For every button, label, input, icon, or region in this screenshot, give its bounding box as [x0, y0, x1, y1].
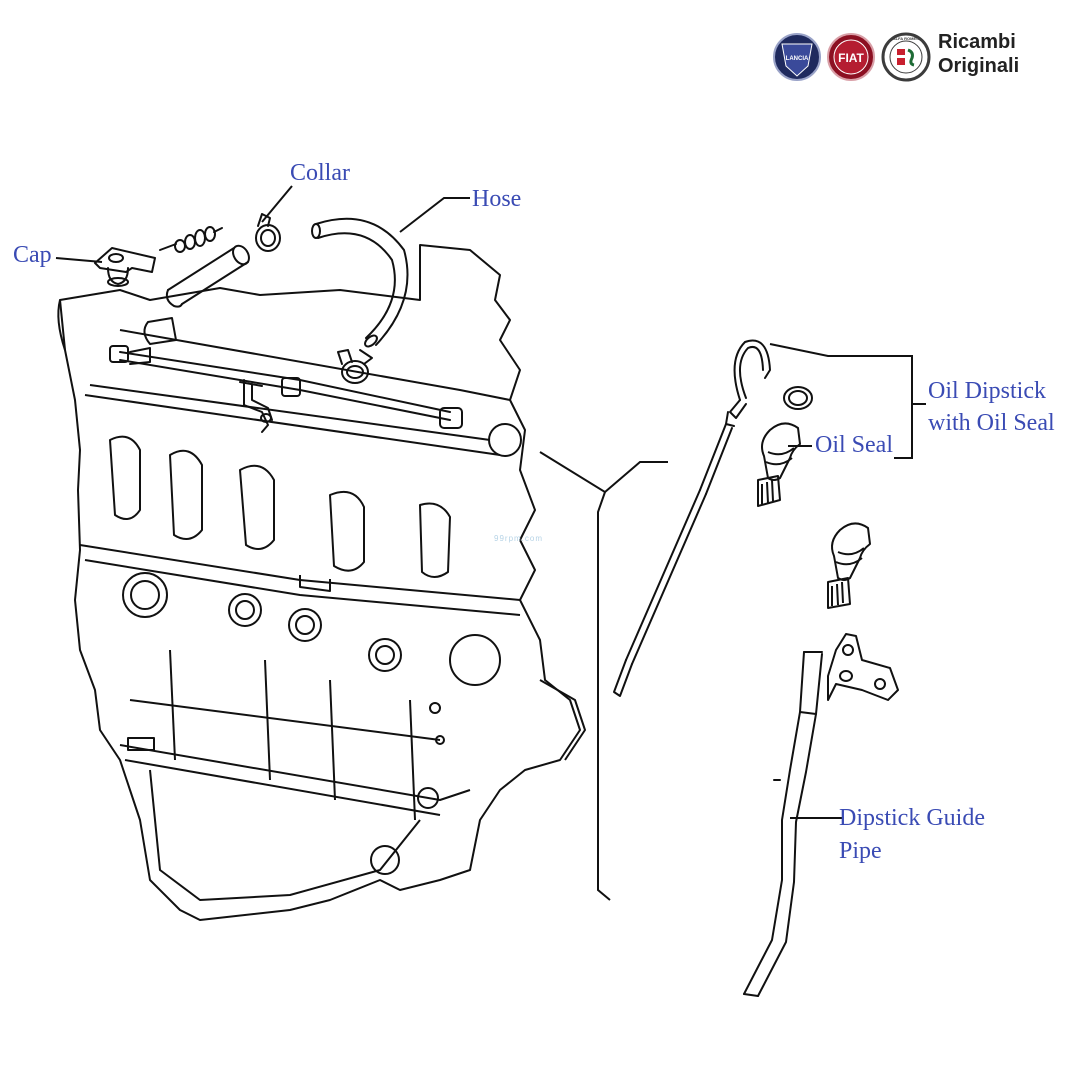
leader-hose: [399, 197, 470, 233]
breather-tube: [165, 244, 250, 308]
fiat-logo: FIAT: [827, 33, 875, 81]
breather-valve: [159, 226, 223, 253]
lancia-logo: LANCIA: [773, 33, 821, 81]
label-cap: Cap: [13, 242, 52, 268]
leader-cap: [55, 257, 103, 263]
breather-rail: [109, 345, 463, 433]
breather-cap: [94, 247, 156, 287]
oil-dipstick: [613, 339, 771, 697]
label-oil-seal: Oil Seal: [815, 432, 893, 458]
breather-parts: [94, 213, 463, 433]
lancia-logo-text: LANCIA: [786, 56, 809, 62]
label-collar: Collar: [290, 160, 350, 186]
brand-line-2: Originali: [938, 55, 1020, 77]
brand-title: Ricambi Originali: [938, 30, 1019, 78]
collar-clamp: [255, 213, 281, 252]
alfa-logo-text: ALFA ROMEO: [893, 36, 920, 41]
leader-collar: [261, 185, 293, 223]
dipstick-guide-pipe: [743, 633, 899, 997]
oil-seal: [757, 386, 871, 609]
label-oil-dipstick-line1: Oil Dipstick: [928, 378, 1046, 404]
brand-line-1: Ricambi: [938, 31, 1016, 53]
engine-block: [57, 244, 586, 921]
hose-clamp: [337, 349, 373, 384]
fiat-logo-text: FIAT: [838, 51, 864, 65]
label-guide-pipe-line2: Pipe: [839, 838, 882, 864]
leader-lines: [55, 185, 926, 901]
breather-hose: [311, 217, 409, 348]
label-oil-dipstick-line2: with Oil Seal: [928, 410, 1055, 436]
label-hose: Hose: [472, 186, 522, 212]
alfa-romeo-logo: ALFA ROMEO: [881, 32, 931, 82]
watermark: 99rpm.com: [494, 534, 544, 543]
leader-oil-dipstick: [769, 343, 913, 459]
label-guide-pipe-line1: Dipstick Guide: [839, 805, 985, 831]
